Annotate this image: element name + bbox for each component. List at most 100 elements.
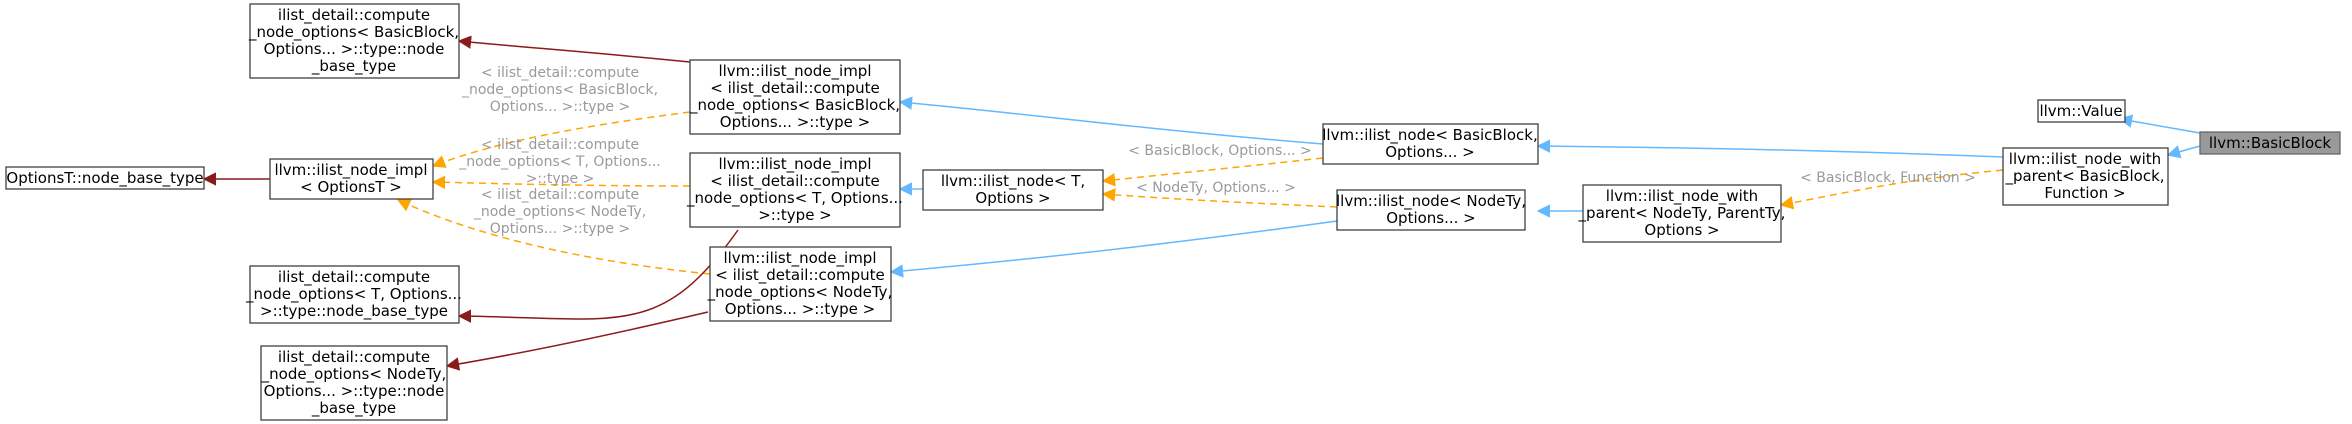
node-basicblock[interactable]: llvm::BasicBlock: [2199, 131, 2341, 155]
text-line: Options... >: [1386, 209, 1476, 227]
edge-ilistnodet-to-ilistnodebb: [1101, 157, 1324, 187]
edge-detailt-to-implt: [457, 229, 739, 323]
edge-withparent-to-basicblock: [2166, 145, 2201, 159]
node-value[interactable]: llvm::Value: [2037, 99, 2126, 123]
node-with-parent-generic[interactable]: llvm::ilist_node_with_parent< NodeTy, Pa…: [1578, 184, 1786, 243]
node-impl-nodety[interactable]: llvm::ilist_node_impl< ilist_detail::com…: [707, 246, 893, 322]
text-line: Options... >::type >: [725, 300, 875, 318]
edge-detailnodety-to-implnodety: [445, 311, 709, 371]
text-line: < ilist_detail::compute: [481, 137, 639, 153]
text-line: ilist_detail::compute: [278, 268, 430, 287]
svg-text:llvm::ilist_node< BasicBlock,O: llvm::ilist_node< BasicBlock,Options... …: [1322, 126, 1537, 161]
svg-text:llvm::ilist_node_with_parent<: llvm::ilist_node_with_parent< BasicBlock…: [2004, 150, 2164, 202]
edge-implbb-to-ilistnodebb: [898, 96, 1324, 145]
text-line: < ilist_detail::compute: [481, 65, 639, 81]
node-with-parent-basicblock[interactable]: llvm::ilist_node_with_parent< BasicBlock…: [2002, 147, 2169, 206]
text-line: Options... >: [1385, 143, 1475, 161]
text-line: Options >: [975, 189, 1050, 207]
node-ilist-node-nodety[interactable]: llvm::ilist_node< NodeTy,Options... >: [1336, 189, 1526, 231]
text-line: _node_options< T, Options...: [686, 189, 903, 208]
text-line: llvm::ilist_node_with: [1606, 187, 1758, 206]
text-line: < ilist_detail::compute: [710, 172, 879, 191]
svg-text:ilist_detail::compute_node_opt: ilist_detail::compute_node_options< Node…: [261, 348, 447, 418]
edge-label-impl-nodety: < ilist_detail::compute_node_options< No…: [473, 187, 646, 237]
text-line: Options... >::type >: [490, 221, 630, 237]
node-ilist-node-basicblock[interactable]: llvm::ilist_node< BasicBlock,Options... …: [1322, 123, 1539, 165]
svg-text:llvm::ilist_node_with_parent<: llvm::ilist_node_with_parent< NodeTy, Pa…: [1578, 187, 1786, 239]
text-line: llvm::ilist_node_impl: [718, 155, 871, 174]
svg-text:ilist_detail::compute_node_opt: ilist_detail::compute_node_options< T, O…: [245, 268, 462, 321]
edge-label-bb-options: < BasicBlock, Options... >: [1128, 143, 1312, 159]
edge-ilistnodenodety-to-implnodety: [889, 220, 1338, 278]
edge-withparentgeneric-to-withparentbb: [1779, 169, 2004, 210]
svg-text:llvm::ilist_node< T,Options >: llvm::ilist_node< T,Options >: [941, 172, 1085, 207]
text-line: < NodeTy, Options... >: [1136, 180, 1296, 196]
text-line: llvm::ilist_node_impl: [274, 161, 427, 180]
node-detail-basicblock-base[interactable]: ilist_detail::compute_node_options< Basi…: [248, 3, 460, 79]
text-line: _node_options< T, Options...: [458, 154, 661, 170]
text-line: _base_type: [311, 57, 396, 76]
edge-implopts-to-implbb: [431, 111, 691, 168]
text-line: Function >: [2044, 184, 2125, 202]
edge-ilistnodebb-to-withparent: [1536, 139, 2004, 158]
text-line: < BasicBlock, Options... >: [1128, 143, 1312, 159]
text-line: >::type::node_base_type: [260, 302, 448, 321]
svg-text:llvm::Value: llvm::Value: [2039, 102, 2122, 120]
text-line: _node_options< T, Options...: [245, 285, 462, 304]
text-line: _base_type: [311, 399, 396, 418]
edge-label-nodety-options: < NodeTy, Options... >: [1136, 180, 1296, 196]
edge-label-impl-bb: < ilist_detail::compute_node_options< Ba…: [461, 65, 658, 115]
text-line: < BasicBlock, Function >: [1800, 170, 1976, 186]
text-line: Options... >::type::node: [264, 382, 445, 400]
text-line: < ilist_detail::compute: [710, 79, 879, 98]
node-ilist-node-t[interactable]: llvm::ilist_node< T,Options >: [922, 169, 1104, 211]
text-line: >::type >: [758, 206, 832, 224]
svg-text:llvm::ilist_node_impl< Options: llvm::ilist_node_impl< OptionsT >: [274, 161, 427, 196]
text-line: _node_options< BasicBlock,: [461, 82, 658, 98]
edge-implopts-to-implnodety: [396, 198, 711, 275]
text-line: < ilist_detail::compute: [715, 266, 884, 285]
text-line: _node_options< NodeTy,: [707, 283, 893, 302]
text-line: _parent< NodeTy, ParentTy,: [1578, 204, 1786, 223]
text-line: _node_options< BasicBlock,: [248, 23, 459, 42]
text-line: >::type >: [526, 171, 595, 187]
edge-ilistnodet-to-ilistnodenodety: [1101, 188, 1338, 208]
text-line: llvm::ilist_node_impl: [718, 62, 871, 81]
text-line: Options... >::type >: [720, 113, 870, 131]
text-line: _node_options< NodeTy,: [473, 204, 646, 220]
text-line: Options... >::type >: [490, 99, 630, 115]
edge-label-impl-t: < ilist_detail::compute_node_options< T,…: [458, 137, 661, 187]
text-line: Options... >::type::node: [264, 40, 445, 58]
text-line: Options >: [1644, 221, 1719, 239]
edge-implopts-to-implt: [431, 175, 691, 190]
svg-text:llvm::ilist_node_impl< ilist_d: llvm::ilist_node_impl< ilist_detail::com…: [707, 249, 893, 318]
text-line: _parent< BasicBlock,: [2004, 167, 2164, 186]
text-line: OptionsT::node_base_type: [6, 169, 203, 188]
text-line: llvm::ilist_node_impl: [723, 249, 876, 268]
node-optionst-base-type[interactable]: OptionsT::node_base_type: [5, 166, 205, 190]
text-line: llvm::ilist_node< NodeTy,: [1336, 192, 1526, 211]
node-impl-optionst[interactable]: llvm::ilist_node_impl< OptionsT >: [269, 158, 434, 200]
svg-text:llvm::ilist_node_impl< ilist_d: llvm::ilist_node_impl< ilist_detail::com…: [686, 155, 903, 224]
edge-label-bb-function: < BasicBlock, Function >: [1800, 170, 1976, 186]
node-impl-t[interactable]: llvm::ilist_node_impl< ilist_detail::com…: [686, 152, 903, 228]
edge-detailbb-to-implbb: [457, 35, 691, 63]
svg-text:llvm::ilist_node_impl< ilist_d: llvm::ilist_node_impl< ilist_detail::com…: [689, 62, 900, 131]
svg-text:OptionsT::node_base_type: OptionsT::node_base_type: [6, 169, 203, 188]
text-line: llvm::ilist_node< T,: [941, 172, 1085, 191]
text-line: _node_options< NodeTy,: [261, 365, 447, 384]
node-impl-basicblock[interactable]: llvm::ilist_node_impl< ilist_detail::com…: [689, 59, 901, 135]
svg-text:llvm::BasicBlock: llvm::BasicBlock: [2209, 134, 2332, 152]
text-line: llvm::BasicBlock: [2209, 134, 2332, 152]
text-line: _node_options< BasicBlock,: [689, 96, 900, 115]
svg-text:llvm::ilist_node< NodeTy,Optio: llvm::ilist_node< NodeTy,Options... >: [1336, 192, 1526, 227]
text-line: ilist_detail::compute: [278, 6, 430, 25]
text-line: < OptionsT >: [300, 178, 402, 196]
text-line: llvm::ilist_node_with: [2009, 150, 2161, 169]
text-line: < ilist_detail::compute: [481, 187, 639, 203]
text-line: llvm::ilist_node< BasicBlock,: [1322, 126, 1537, 145]
node-detail-nodety-base[interactable]: ilist_detail::compute_node_options< Node…: [260, 345, 448, 421]
node-detail-t-base[interactable]: ilist_detail::compute_node_options< T, O…: [245, 265, 462, 324]
text-line: llvm::Value: [2039, 102, 2122, 120]
